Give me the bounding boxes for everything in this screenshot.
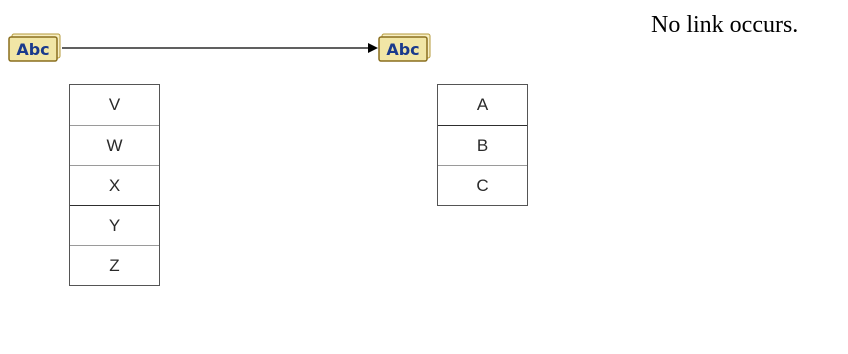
caption-text: No link occurs.	[651, 12, 799, 38]
source-terminal-label: Abc	[16, 40, 49, 59]
list-item: X	[70, 165, 159, 205]
arrow-head-icon	[368, 43, 378, 53]
list-item: C	[438, 165, 527, 205]
string-indicator-icon: Abc	[378, 33, 431, 62]
source-terminal[interactable]: Abc	[8, 32, 62, 62]
list-item: A	[476, 95, 489, 114]
list-item: W	[70, 125, 159, 165]
target-terminal[interactable]: Abc	[378, 32, 432, 62]
list-item: B	[438, 125, 527, 165]
list-item: V	[108, 95, 121, 114]
target-terminal-label: Abc	[386, 40, 419, 59]
string-control-icon: Abc	[8, 33, 61, 62]
list-item: Z	[70, 245, 159, 285]
list-item: Y	[70, 205, 159, 245]
source-list: V W X Y Z	[69, 84, 160, 286]
target-list: A B C	[437, 84, 528, 206]
